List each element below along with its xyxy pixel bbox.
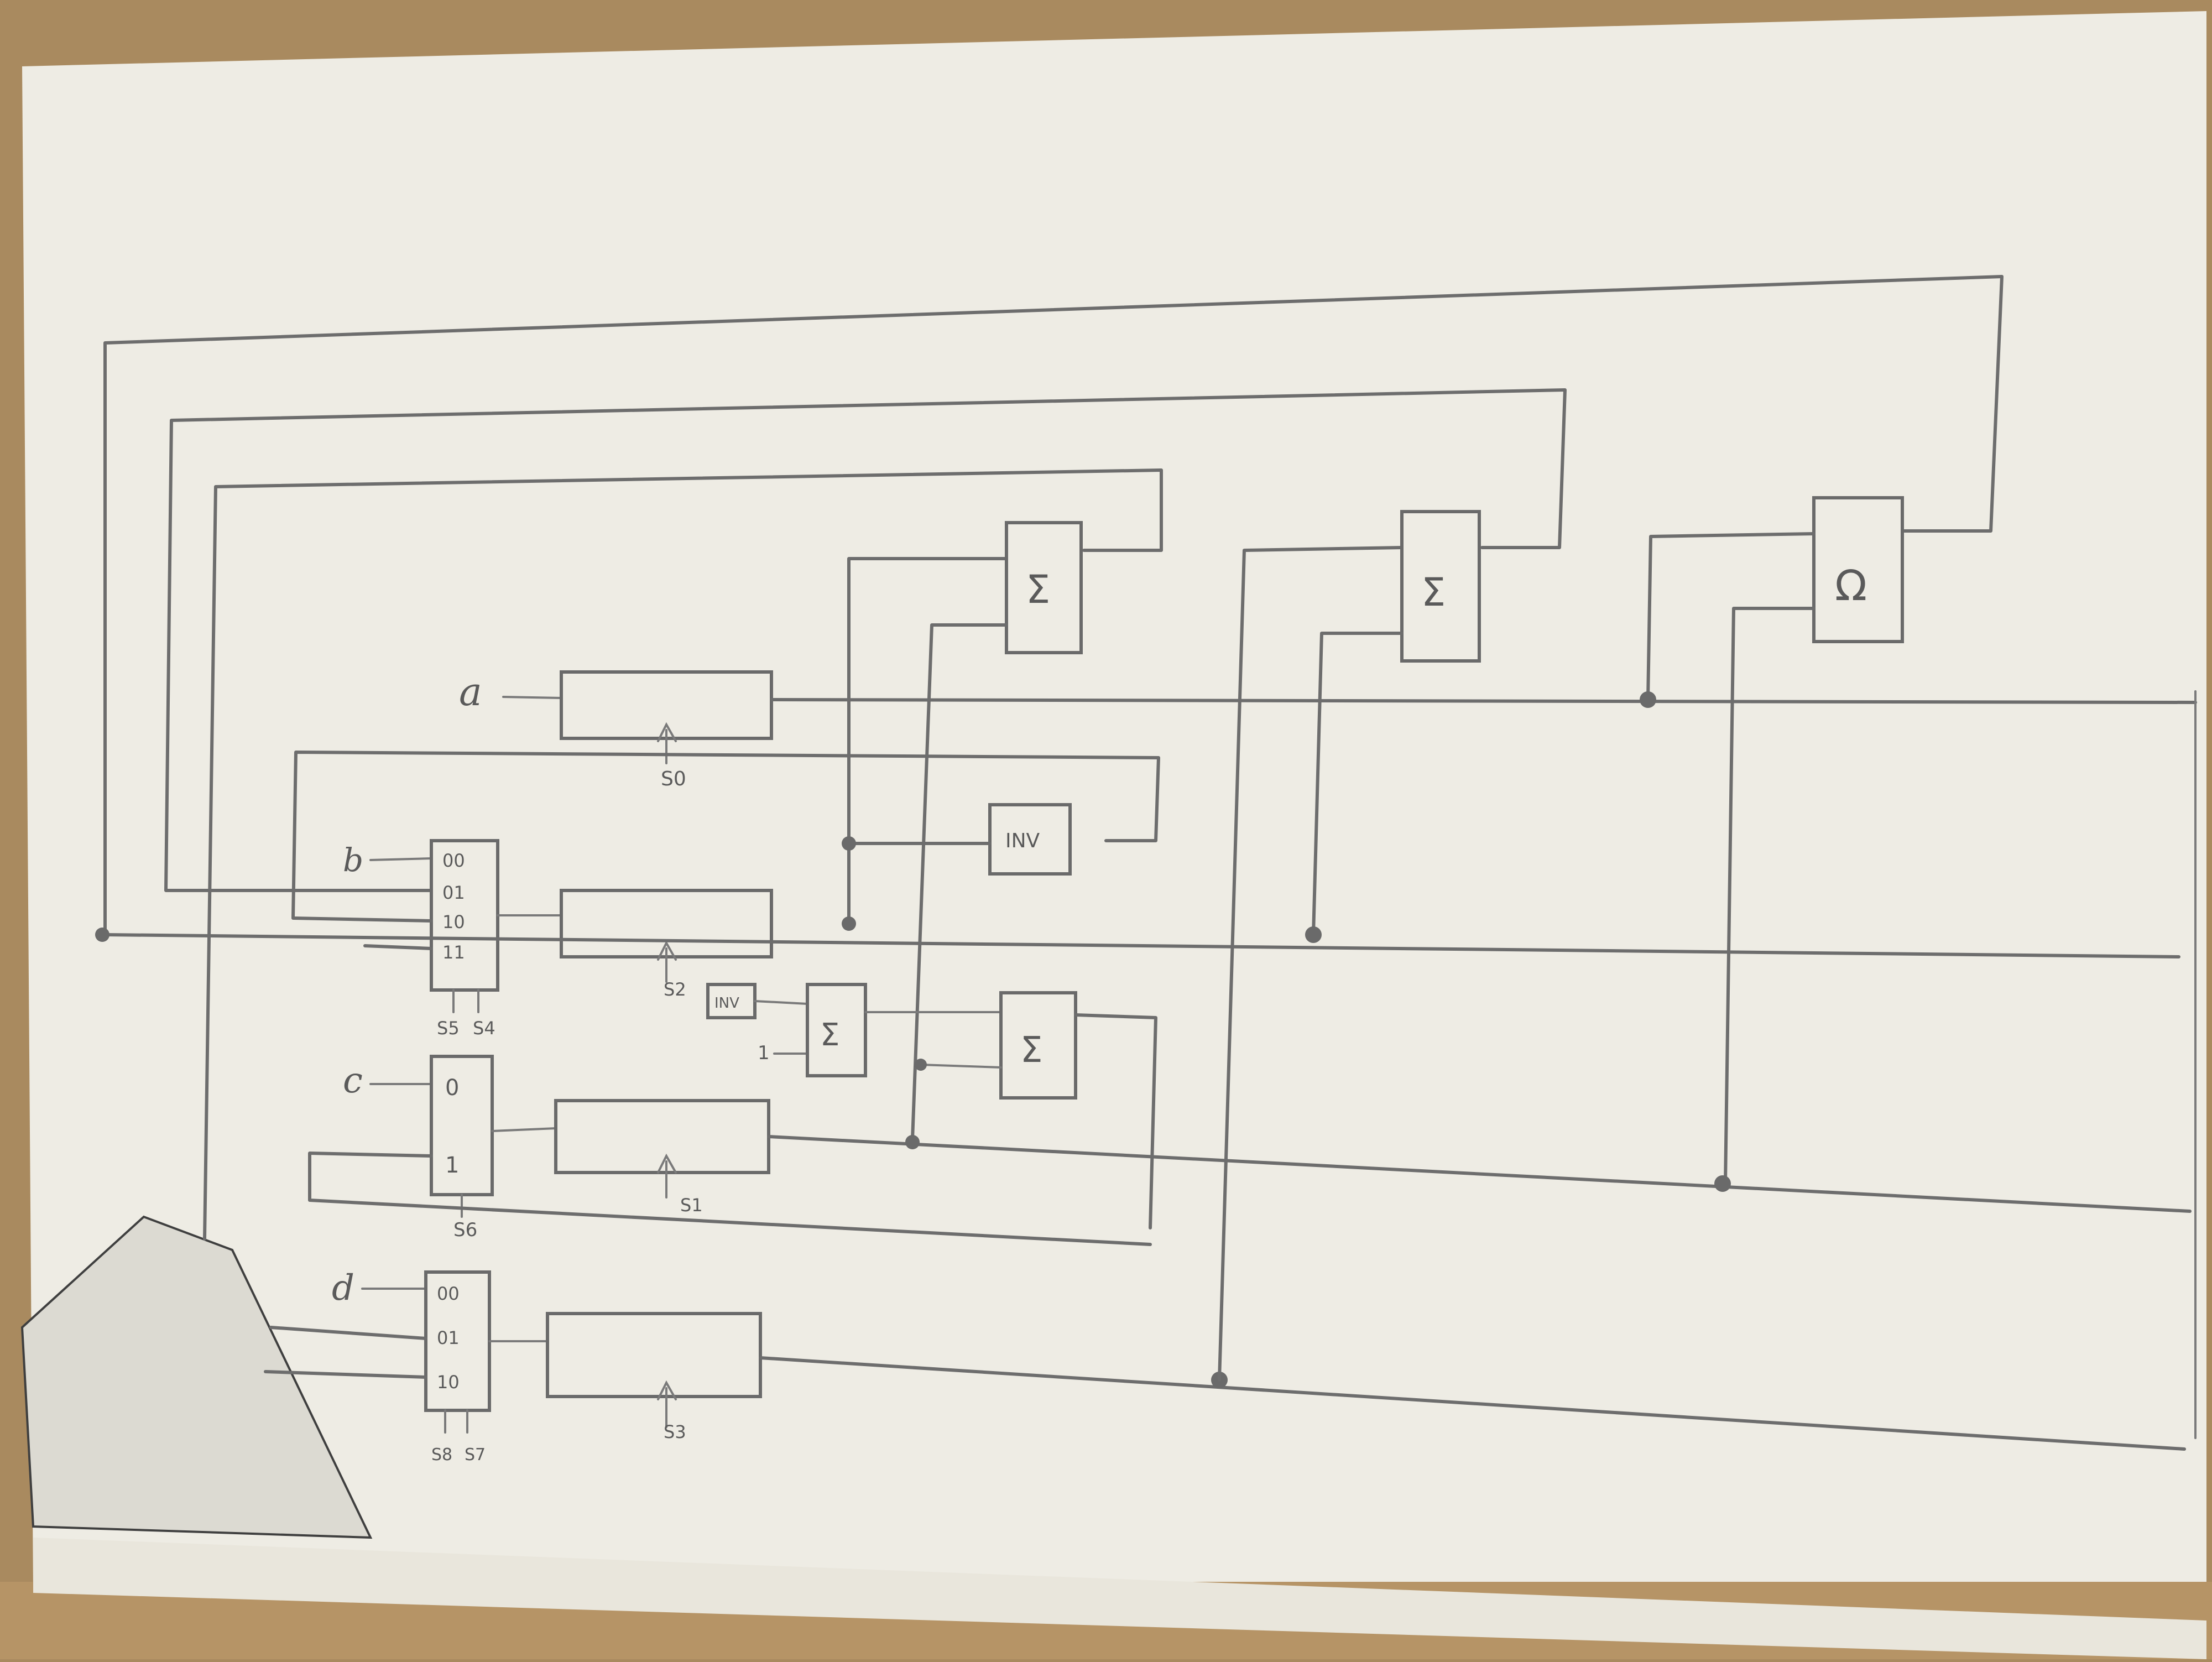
mux-b-port-01: 01 [442, 882, 465, 903]
comparator [1812, 496, 1904, 643]
wire-mux-c-out [491, 1127, 557, 1132]
clock-arrow-c [657, 1153, 677, 1199]
bus-c [767, 1135, 2192, 1213]
junction-bus-a [1640, 691, 1656, 708]
mux-d-port-00: 00 [437, 1283, 460, 1304]
paper-sheet [22, 11, 2206, 1659]
junction-bus-b [842, 916, 856, 931]
adder-4-symbol: Σ [1421, 570, 1446, 615]
wire-comp-in2 [1724, 607, 1815, 1185]
wire-adder3-in2 [920, 1064, 1002, 1069]
select-label-s8: S8 [431, 1445, 452, 1465]
adder-2 [806, 983, 867, 1077]
folded-corner [20, 1215, 373, 1539]
mux-b-port-00: 00 [442, 850, 465, 871]
select-label-s1: S1 [680, 1195, 703, 1216]
comparator-symbol: Ω [1835, 561, 1867, 610]
select-label-s6: S6 [453, 1219, 477, 1241]
adder-4 [1400, 510, 1481, 663]
feedback-wire-outer [103, 275, 2004, 936]
wire-mux-b-10-loop [291, 751, 1160, 923]
select-label-s4: S4 [473, 1018, 495, 1039]
feedback-wire-inner [203, 468, 1163, 1241]
input-label-a: a [459, 669, 482, 715]
wire-inv-feed [847, 557, 1008, 925]
clock-arrow-b [657, 940, 677, 983]
clock-arrow-d [657, 1380, 677, 1428]
adder-3-symbol: Σ [1020, 1030, 1042, 1071]
wire-d-to-adder4 [1218, 546, 1404, 1382]
adder-2-symbol: Σ [820, 1017, 839, 1053]
mux-d-port-10: 10 [437, 1372, 460, 1393]
junction-inv-top [842, 836, 856, 851]
junction-adder3-in [915, 1059, 927, 1071]
adder-1 [1005, 521, 1083, 654]
wire-mux-c-loop [308, 1152, 1152, 1246]
bus-b [103, 933, 2180, 958]
inv-label-large: INV [1005, 830, 1040, 852]
wire-adder4-in2 [1312, 632, 1404, 936]
wire-adder1-in2 [911, 623, 1008, 1141]
const-one-label: 1 [758, 1042, 770, 1064]
bus-a [770, 698, 2197, 704]
junction-bus-c-right [1714, 1175, 1731, 1192]
input-label-d: d [332, 1268, 354, 1309]
input-label-b: b [343, 841, 363, 879]
wire-comp-in1 [1646, 532, 1815, 701]
wire-a-in [502, 696, 562, 699]
paper-sheet-lower [33, 1538, 2206, 1659]
select-label-s3: S3 [664, 1421, 686, 1442]
wire-inv-small-out [754, 1000, 808, 1005]
adder-3 [999, 991, 1077, 1100]
wire-b-in [369, 857, 432, 861]
select-label-s2: S2 [664, 979, 686, 1000]
mux-b-select-pins [452, 989, 479, 1013]
feedback-wire-middle [164, 388, 1567, 892]
bus-d [759, 1356, 2186, 1451]
mux-c-port-0: 0 [445, 1075, 459, 1101]
select-label-s7: S7 [465, 1445, 486, 1465]
mux-d-port-01: 01 [437, 1327, 460, 1348]
select-label-s5: S5 [437, 1018, 460, 1039]
junction-bus-c [905, 1135, 920, 1149]
mux-c-port-1: 1 [445, 1153, 459, 1178]
select-label-s0: S0 [661, 768, 686, 790]
adder-1-symbol: Σ [1026, 567, 1050, 612]
inv-block-large [988, 803, 1072, 876]
input-label-c: c [343, 1060, 363, 1101]
inv-label-small: INV [714, 995, 739, 1012]
clock-arrow-a [657, 722, 677, 764]
register-d [546, 1312, 762, 1398]
wire-mux-d-01 [269, 1326, 427, 1340]
mux-b-port-11: 11 [442, 942, 465, 963]
junction-bus-b-right [1305, 926, 1322, 943]
mux-d-select-pins [444, 1409, 468, 1434]
wire-mux-b-11 [363, 944, 433, 950]
mux-b-port-10: 10 [442, 911, 465, 932]
wire-mux-d-10 [264, 1370, 427, 1379]
junction-b-left [95, 928, 109, 942]
